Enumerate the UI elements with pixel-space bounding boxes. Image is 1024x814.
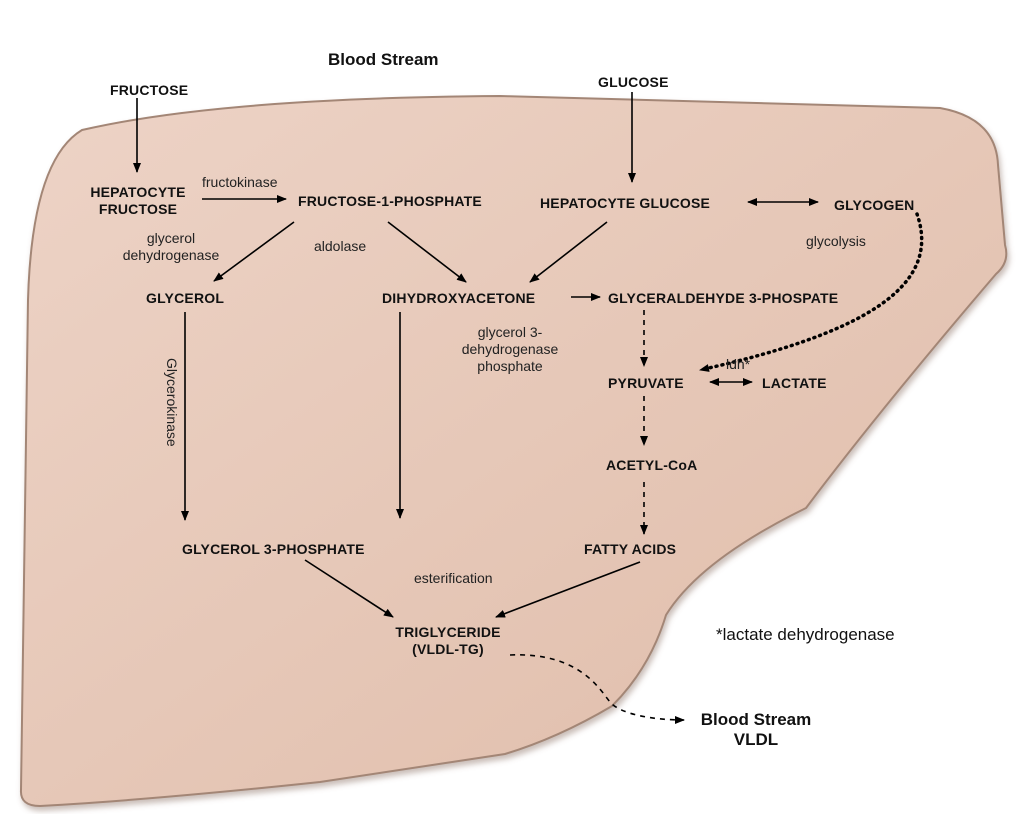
glyceraldehyde-3-phospate: GLYCERALDEHYDE 3-PHOSPATE <box>608 290 839 306</box>
glycolysis-label: glycolysis <box>806 233 866 249</box>
arrow-gly3p-tg <box>304 559 394 618</box>
g3pdh-line1: glycerol 3- <box>477 324 543 340</box>
fructokinase-label: fructokinase <box>202 174 278 190</box>
blood-stream-output-label: Blood Stream <box>700 710 812 729</box>
arrow-fa-tg <box>495 561 641 618</box>
ldh-label: ldh* <box>726 356 751 372</box>
triglyceride: TRIGLYCERIDE (VLDL-TG) <box>388 624 508 658</box>
triglyceride-line1: TRIGLYCERIDE <box>395 624 501 640</box>
arrow-f1p-glycerol <box>213 221 295 282</box>
triglyceride-line2: (VLDL-TG) <box>412 640 484 657</box>
blood-stream-title: Blood Stream <box>328 50 439 69</box>
hepatocyte-fructose: HEPATOCYTE FRUCTOSE <box>84 184 192 218</box>
lactate: LACTATE <box>762 375 827 391</box>
footnote: *lactate dehydrogenase <box>716 625 895 644</box>
dihydroxyacetone: DIHYDROXYACETONE <box>382 290 536 306</box>
g3pdh-line3: phosphate <box>477 357 543 374</box>
glycerol-dehydrogenase-line1: glycerol <box>146 230 196 246</box>
vldl-output-label: VLDL <box>733 730 779 750</box>
glycerol-dehydrogenase-label: glycerol dehydrogenase <box>106 230 236 264</box>
glycerokinase-label: Glycerokinase <box>164 358 180 447</box>
g3pdh-line2: dehydrogenase <box>461 340 559 357</box>
fructose-1-phosphate: FRUCTOSE-1-PHOSPHATE <box>298 193 482 209</box>
glucose-input: GLUCOSE <box>598 74 669 90</box>
hepatocyte-glucose: HEPATOCYTE GLUCOSE <box>540 195 711 211</box>
arrow-f1p-dha <box>387 221 467 283</box>
acetyl-coa: ACETYL-CoA <box>606 457 698 473</box>
fatty-acids: FATTY ACIDS <box>584 541 677 557</box>
pyruvate: PYRUVATE <box>608 375 684 391</box>
glycerol-dehydrogenase-line2: dehydrogenase <box>122 246 220 263</box>
arrow-glycogen-pyruvate <box>698 212 924 372</box>
fructose-input: FRUCTOSE <box>110 82 189 98</box>
hepatocyte-fructose-line1: HEPATOCYTE <box>90 184 186 200</box>
g3p-dehydrogenase-label: glycerol 3- dehydrogenase phosphate <box>440 324 580 374</box>
hepatocyte-fructose-line2: FRUCTOSE <box>98 200 178 217</box>
arrow-tg-bloodstream <box>509 654 685 724</box>
glycerol: GLYCEROL <box>146 290 225 306</box>
glycerol-3-phosphate: GLYCEROL 3-PHOSPHATE <box>182 541 365 557</box>
esterification-label: esterification <box>414 570 493 586</box>
blood-stream-vldl-output: Blood Stream VLDL <box>690 710 822 751</box>
glycogen: GLYCOGEN <box>834 197 915 213</box>
arrow-glucose-dha <box>529 221 608 283</box>
aldolase-label: aldolase <box>314 238 367 254</box>
liver-shape <box>19 94 1008 808</box>
